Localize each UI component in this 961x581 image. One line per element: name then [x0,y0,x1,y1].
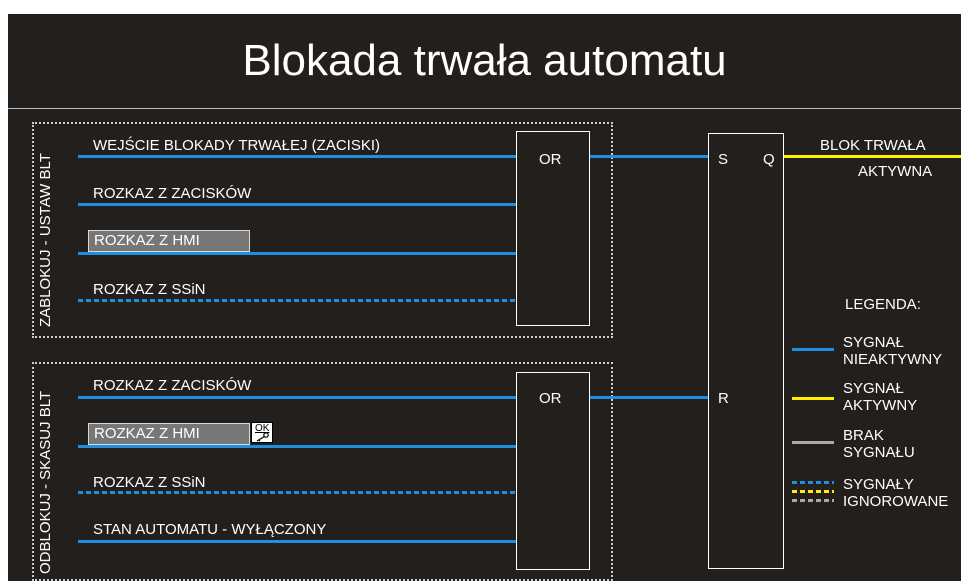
legend-swatch-ignored-gray [792,499,834,502]
sr-flipflop-block [708,133,784,569]
legend-swatch-active [792,397,834,400]
set-or-gate-label: OR [539,151,562,168]
reset-or-gate-label: OR [539,390,562,407]
set-input-label-1: WEJŚCIE BLOKADY TRWAŁEJ (ZACISKI) [93,137,381,154]
legend-swatch-ignored-blue [792,481,834,484]
set-gate-to-flipflop-line [590,155,708,158]
reset-input-label-4: STAN AUTOMATU - WYŁĄCZONY [93,521,327,538]
reset-hmi-command-box[interactable]: ROZKAZ Z HMI [88,423,250,445]
ok-button-label: OK [255,423,270,434]
reset-or-gate [516,372,590,570]
reset-input-line-1 [78,396,516,399]
flipflop-reset-pin: R [718,390,729,407]
reset-input-line-2 [78,445,516,448]
legend-inactive-line2: NIEAKTYWNY [843,351,943,368]
legend-active-line1: SYGNAŁ [843,380,904,397]
set-input-label-2: ROZKAZ Z ZACISKÓW [93,185,252,202]
set-input-line-3 [78,252,516,255]
reset-group-frame [32,362,613,581]
diagram-title: Blokada trwała automatu [242,36,727,85]
legend-ignored-line2: IGNOROWANE [843,493,949,510]
legend-no-signal-line1: BRAK [843,427,884,444]
set-or-gate [516,131,590,326]
reset-hmi-ok-button[interactable]: OK [251,422,273,443]
legend-swatch-inactive [792,348,834,351]
output-line [784,155,961,158]
reset-input-label-1: ROZKAZ Z ZACISKÓW [93,377,252,394]
output-label-line1: BLOK TRWAŁA [820,137,926,154]
key-icon [256,432,269,442]
set-input-line-2 [78,203,516,206]
set-group-label: ZABLOKUJ - USTAW BLT [37,153,54,327]
reset-input-line-4 [78,540,516,543]
set-group-frame [32,122,613,338]
legend-title: LEGENDA: [845,296,921,313]
set-input-label-4: ROZKAZ Z SSiN [93,281,206,298]
reset-input-label-3: ROZKAZ Z SSiN [93,474,206,491]
set-hmi-command-box[interactable]: ROZKAZ Z HMI [88,230,250,252]
reset-hmi-label: ROZKAZ Z HMI [94,425,200,442]
flipflop-output-pin: Q [763,151,775,168]
set-hmi-label: ROZKAZ Z HMI [94,232,200,249]
legend-swatch-ignored-yellow [792,490,834,493]
legend-inactive-line1: SYGNAŁ [843,334,904,351]
diagram-canvas: Blokada trwała automatu ZABLOKUJ - USTAW… [8,14,961,581]
reset-input-line-3 [78,491,516,494]
legend-active-line2: AKTYWNY [843,397,918,414]
title-divider [8,108,961,109]
reset-group-label: ODBLOKUJ - SKASUJ BLT [37,390,54,574]
set-input-line-4 [78,299,516,302]
legend-no-signal-line2: SYGNAŁU [843,444,915,461]
legend-swatch-no-signal [792,441,834,444]
reset-gate-to-flipflop-line [590,396,708,399]
flipflop-set-pin: S [718,151,729,168]
legend-ignored-line1: SYGNAŁY [843,476,914,493]
output-label-line2: AKTYWNA [858,163,933,180]
set-input-line-1 [78,155,516,158]
